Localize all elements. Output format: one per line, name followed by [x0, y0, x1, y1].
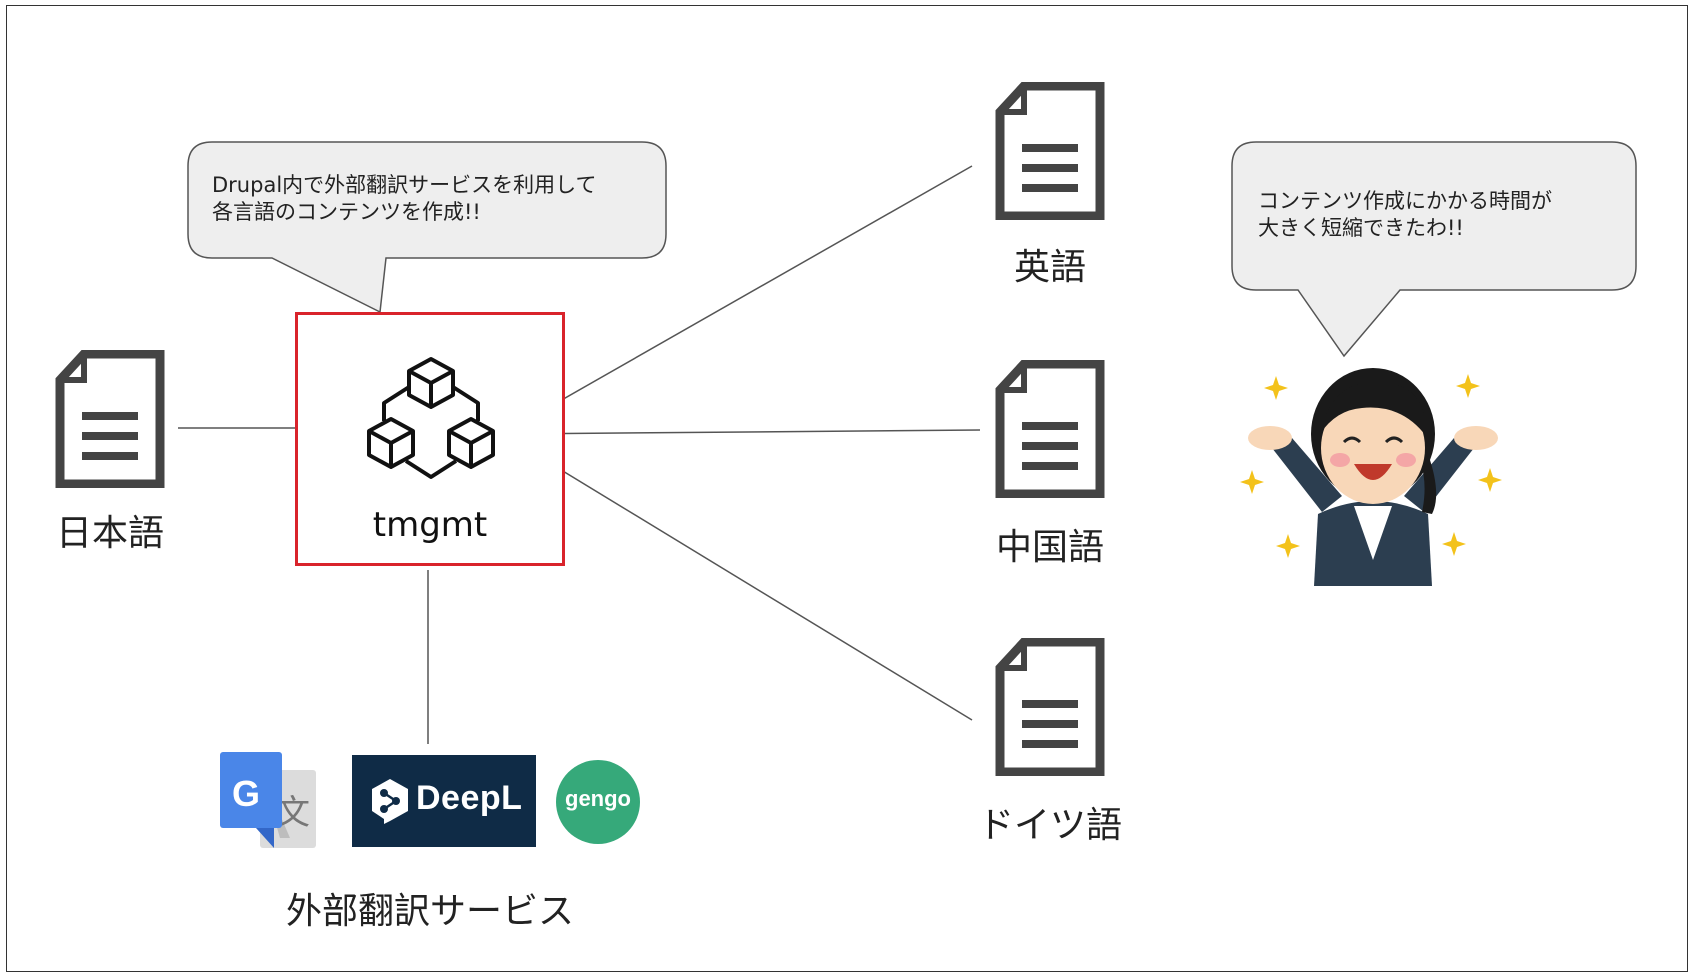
google-translate-icon: 文	[220, 752, 316, 848]
bubble-left-line2: 各言語のコンテンツを作成!!	[212, 200, 481, 224]
document-icon	[995, 360, 1105, 498]
target-language-label: 英語	[1013, 247, 1086, 288]
target-language-label: ドイツ語	[977, 805, 1122, 846]
google-translate-letter: G	[232, 773, 261, 814]
person-illustration	[1240, 368, 1502, 586]
connector-german	[501, 433, 973, 721]
speech-bubble-right	[1231, 141, 1637, 358]
document-icon	[995, 82, 1105, 220]
gengo-label: gengo	[565, 786, 631, 811]
target-language-label: 中国語	[995, 527, 1104, 568]
sparkle-icon	[1240, 374, 1502, 558]
document-icon	[55, 350, 165, 488]
gengo-icon: gengo	[556, 760, 640, 844]
connector-chinese	[501, 429, 981, 435]
speech-bubble-left	[187, 141, 667, 314]
deepl-logo-mark	[372, 779, 408, 824]
bubble-right-line1: コンテンツ作成にかかる時間が	[1258, 189, 1552, 213]
tmgmt-label: tmgmt	[372, 505, 488, 545]
cubes-icon	[367, 357, 495, 479]
diagram-frame	[6, 5, 1688, 972]
bubble-left-line1: Drupal内で外部翻訳サービスを利用して	[212, 173, 597, 197]
connector-english	[501, 165, 973, 435]
deepl-icon: DeepL	[352, 755, 536, 847]
bubble-right-line2: 大きく短縮できたわ!!	[1258, 216, 1464, 240]
services-label: 外部翻訳サービス	[285, 891, 574, 932]
tmgmt-hub: tmgmt	[295, 312, 565, 566]
deepl-label: DeepL	[416, 779, 523, 817]
source-language-label: 日本語	[55, 513, 164, 554]
bubble-left-text: Drupal内で外部翻訳サービスを利用して 各言語のコンテンツを作成!!	[212, 172, 597, 226]
bubble-right-text: コンテンツ作成にかかる時間が 大きく短縮できたわ!!	[1258, 188, 1552, 242]
document-icon	[995, 638, 1105, 776]
